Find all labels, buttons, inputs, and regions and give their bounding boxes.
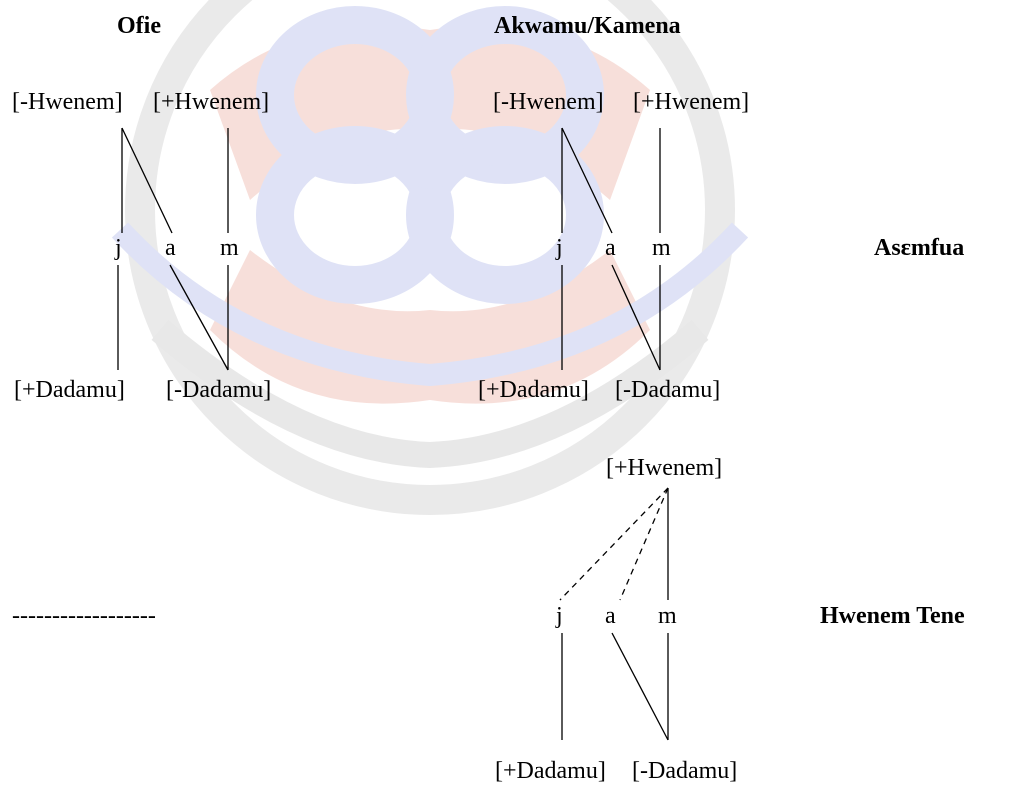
hwenem-segment-m: m bbox=[658, 603, 677, 629]
hwenem-segment-j: j bbox=[556, 603, 563, 629]
row-label-hwenem-tene: Hwenem Tene bbox=[820, 603, 965, 629]
ofie-line-minus-a bbox=[121, 127, 173, 234]
ofie-bottom-minus-dadamu: [-Dadamu] bbox=[166, 377, 272, 403]
hwenem-segment-a: a bbox=[605, 603, 616, 629]
ofie-line-a-minusdad bbox=[169, 264, 229, 371]
hwenem-dashed-plus-a bbox=[619, 487, 669, 601]
akwamu-bottom-minus-dadamu: [-Dadamu] bbox=[615, 377, 721, 403]
row-label-asemfua: Asɛmfua bbox=[874, 235, 965, 261]
akwamu-line-a-minusdad bbox=[611, 264, 661, 371]
akwamu-bottom-plus-dadamu: [+Dadamu] bbox=[478, 377, 589, 403]
akwamu-segment-j: j bbox=[556, 235, 563, 261]
hwenem-dashed-plus-j bbox=[559, 487, 669, 601]
akwamu-top-minus-hwenem: [-Hwenem] bbox=[493, 89, 604, 115]
ofie-bottom-plus-dadamu: [+Dadamu] bbox=[14, 377, 125, 403]
hwenem-bottom-minus-dadamu: [-Dadamu] bbox=[632, 758, 738, 784]
hwenem-top-plus-hwenem: [+Hwenem] bbox=[606, 455, 723, 481]
akwamu-top-plus-hwenem: [+Hwenem] bbox=[633, 89, 750, 115]
heading-akwamu-kamena: Akwamu/Kamena bbox=[494, 13, 681, 39]
akwamu-segment-a: a bbox=[605, 235, 616, 261]
ofie-top-plus-hwenem: [+Hwenem] bbox=[153, 89, 270, 115]
ofie-segment-m: m bbox=[220, 235, 239, 261]
akwamu-segment-m: m bbox=[652, 235, 671, 261]
ofie-segment-j: j bbox=[115, 235, 122, 261]
ofie-segment-a: a bbox=[165, 235, 176, 261]
empty-cell-dashes: ------------------ bbox=[12, 603, 156, 629]
ofie-top-minus-hwenem: [-Hwenem] bbox=[12, 89, 123, 115]
heading-ofie: Ofie bbox=[117, 13, 161, 39]
hwenem-bottom-plus-dadamu: [+Dadamu] bbox=[495, 758, 606, 784]
akwamu-line-minus-a bbox=[561, 127, 613, 234]
hwenem-line-a-minusdad bbox=[611, 632, 669, 741]
